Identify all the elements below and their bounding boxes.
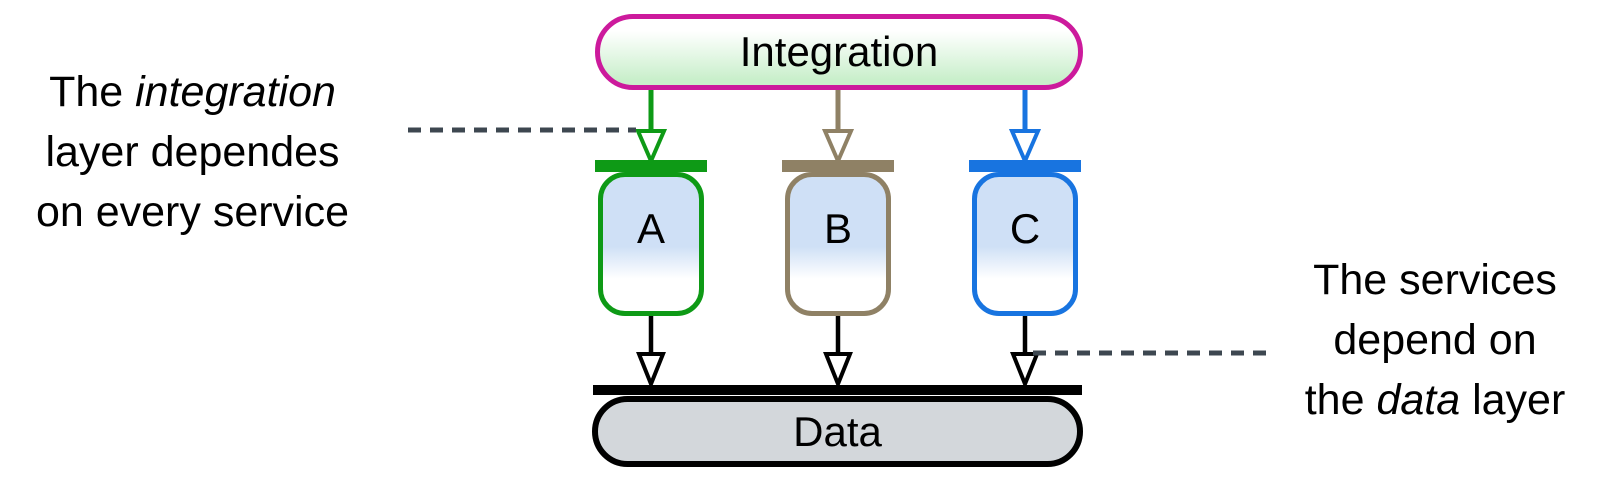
left-annotation-line1-pre: The: [49, 68, 136, 116]
left-annotation-line2: layer dependes: [45, 128, 340, 176]
left-annotation-line1-italic: integration: [135, 68, 336, 116]
arrow-a-to-data-head: [636, 352, 666, 390]
data-node: Data: [592, 396, 1083, 467]
right-annotation-line3: the data layer: [1260, 370, 1610, 430]
service-node-c-label: C: [1009, 205, 1041, 252]
arrow-integration-to-c-head: [1008, 129, 1042, 167]
service-node-a-label: A: [636, 205, 665, 252]
data-interface-bar: [593, 385, 1082, 395]
integration-node-label: Integration: [739, 28, 939, 75]
arrow-integration-to-a-head: [634, 129, 668, 167]
left-annotation-line3: on every service: [35, 188, 350, 236]
arrow-c-to-data-head: [1010, 352, 1040, 390]
right-annotation-line3-italic: data: [1376, 376, 1461, 424]
right-annotation-line3-post: layer: [1460, 376, 1566, 424]
service-node-b: B: [785, 172, 891, 316]
right-annotation-line2: depend on: [1333, 316, 1537, 364]
right-annotation-line1: The services: [1313, 256, 1557, 304]
service-node-a: A: [598, 172, 704, 316]
right-annotation-line3-pre: the: [1304, 376, 1377, 424]
right-annotation: The services depend on the data layer: [1260, 250, 1610, 430]
arrow-integration-to-b-head: [821, 129, 855, 167]
left-annotation: The integration layer dependes on every …: [5, 62, 380, 242]
service-node-b-label: B: [823, 205, 852, 252]
data-node-label: Data: [793, 407, 882, 455]
left-annotation-line1: The integration: [5, 62, 380, 122]
service-node-c: C: [972, 172, 1078, 316]
arrow-b-to-data-head: [823, 352, 853, 390]
integration-node: Integration: [595, 14, 1083, 90]
